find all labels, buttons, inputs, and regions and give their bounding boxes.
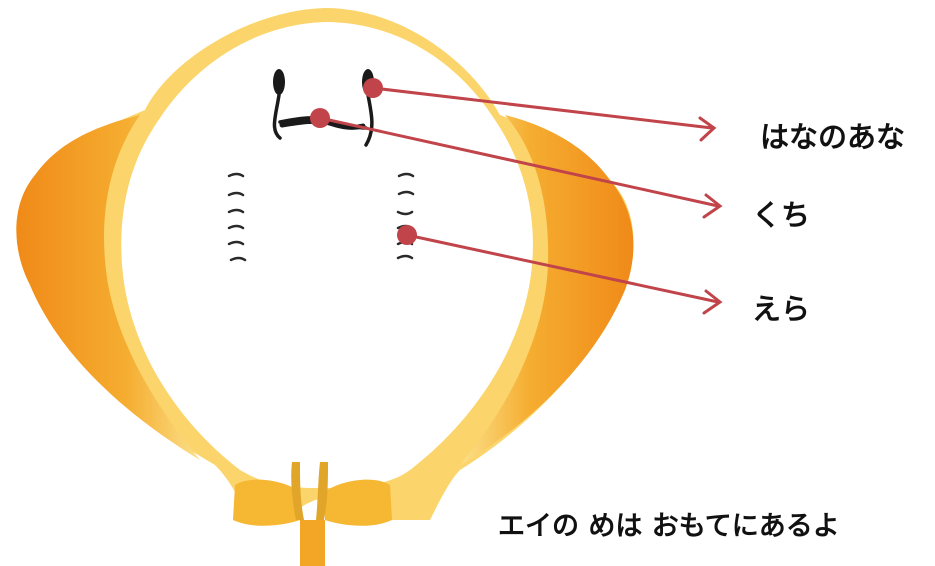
mouth-marker-dot: [310, 108, 330, 128]
tail-fins: [291, 462, 328, 520]
left-nostril: [273, 69, 285, 95]
mouth-pointer: [310, 108, 723, 219]
ray-body: [121, 22, 533, 488]
label-mouth: くち: [752, 198, 811, 232]
label-gills: えら: [752, 292, 811, 326]
nose-pointer: [363, 78, 717, 142]
nose-marker-dot: [363, 78, 383, 98]
caption: エイの めは おもてにあるよ: [498, 511, 840, 542]
left-wing: [16, 115, 201, 460]
right-wing: [460, 115, 634, 465]
gills-pointer: [397, 225, 723, 315]
tail: [300, 520, 325, 566]
label-nostril: はなのあな: [760, 120, 906, 154]
gills-marker-dot: [397, 225, 417, 245]
left-gill-slits: [227, 172, 247, 262]
